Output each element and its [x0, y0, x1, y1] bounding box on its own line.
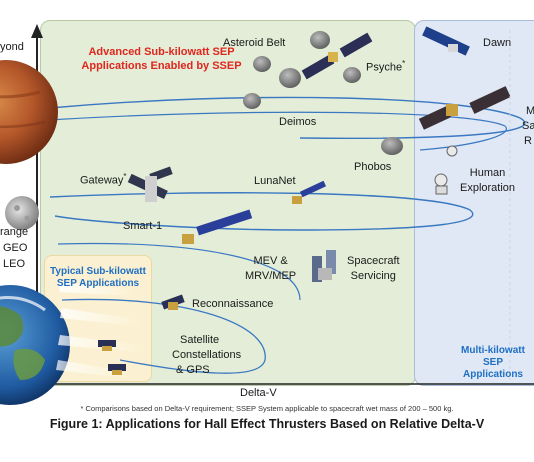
- label-spacecraft-servicing: Spacecraft Servicing: [347, 254, 400, 284]
- leo-trajectory: [61, 298, 266, 374]
- label-psyche-text: Psyche: [366, 61, 403, 74]
- deimos-icon: [243, 93, 261, 109]
- label-mars-sample-return: M Sa R: [522, 104, 534, 149]
- moon-icon: [5, 196, 39, 230]
- label-msr-line-2: Sa: [522, 120, 534, 132]
- label-psyche-mark: *: [402, 59, 406, 68]
- label-deimos: Deimos: [279, 116, 317, 128]
- typical-title-line-2: SEP Applications: [56, 278, 140, 289]
- label-constellations-line-2: Constellations: [172, 349, 242, 361]
- label-gateway-text: Gateway: [80, 174, 124, 187]
- label-reconnaissance: Reconnaissance: [192, 298, 274, 310]
- asteroid-cluster-icon: [253, 31, 361, 88]
- typical-region-title: Typical Sub-kilowatt SEP Applications: [48, 266, 148, 290]
- smart1-spacecraft-icon: [182, 209, 253, 244]
- label-servicing-line-1: Spacecraft: [347, 255, 400, 267]
- label-dawn: Dawn: [483, 37, 512, 49]
- label-constellations-line-3: & GPS: [176, 364, 210, 376]
- label-smart1: Smart-1: [123, 220, 163, 232]
- label-msr-line-1: M: [526, 105, 534, 117]
- label-human-exploration: Human Exploration: [460, 166, 515, 196]
- label-asteroid-belt: Asteroid Belt: [223, 37, 286, 49]
- advanced-region-title: Advanced Sub-kilowatt SEP Applications E…: [74, 45, 249, 73]
- y-label-lagrange: range: [0, 226, 29, 238]
- label-human-line-1: Human: [469, 167, 506, 179]
- y-label-geo: GEO: [3, 242, 28, 254]
- label-gateway-mark: *: [123, 172, 127, 181]
- geo-trajectory: [57, 242, 301, 301]
- y-label-leo: LEO: [3, 258, 26, 270]
- label-mev-line-1: MEV &: [253, 255, 288, 267]
- x-axis-label: Delta-V: [240, 387, 277, 399]
- astronaut-icon: [434, 145, 458, 195]
- multi-title-line-2: SEP Applications: [462, 357, 523, 380]
- moon-trajectory: [49, 192, 474, 231]
- label-lunanet: LunaNet: [254, 175, 296, 187]
- label-phobos: Phobos: [354, 161, 392, 173]
- lunanet-satellite-icon: [292, 180, 327, 204]
- mars-trajectory: [49, 96, 526, 139]
- advanced-title-line-2: Applications Enabled by SSEP: [81, 60, 242, 72]
- typical-title-line-1: Typical Sub-kilowatt: [50, 266, 146, 277]
- label-constellations-line-1: Satellite: [180, 334, 220, 346]
- label-msr-line-3: R: [524, 135, 532, 147]
- footnote: * Comparisons based on Delta-V requireme…: [80, 404, 454, 413]
- dawn-spacecraft-icon: [422, 26, 470, 56]
- phobos-icon: [381, 137, 403, 155]
- gateway-station-icon: [127, 166, 173, 202]
- psyche-spacecraft-icon: [301, 32, 373, 80]
- label-human-line-2: Exploration: [460, 182, 516, 194]
- figure-caption: Figure 1: Applications for Hall Effect T…: [49, 417, 485, 431]
- multi-kilowatt-region: [414, 20, 534, 386]
- mars-icon: [0, 60, 58, 164]
- label-psyche: Psyche*: [366, 57, 405, 75]
- y-label-beyond: yond: [0, 41, 24, 53]
- multi-region-title: Multi-kilowatt SEP Applications: [452, 345, 534, 381]
- label-gateway: Gateway*: [80, 170, 127, 188]
- reconnaissance-satellite-icon: [161, 294, 185, 310]
- label-servicing-line-2: Servicing: [350, 270, 396, 282]
- label-mev-line-2: MRV/MEP: [245, 270, 297, 282]
- label-mev: MEV & MRV/MEP: [245, 254, 296, 284]
- advanced-title-line-1: Advanced Sub-kilowatt SEP: [88, 46, 235, 58]
- label-constellations: Satellite Constellations & GPS: [172, 333, 241, 378]
- mev-servicer-icon: [312, 250, 336, 282]
- multi-title-line-1: Multi-kilowatt: [461, 345, 525, 356]
- mars-sample-return-icon: [418, 86, 511, 130]
- phobos-trajectory: [47, 111, 508, 151]
- y-axis-arrow: [31, 24, 43, 38]
- constellation-satellites-icon: [98, 340, 126, 375]
